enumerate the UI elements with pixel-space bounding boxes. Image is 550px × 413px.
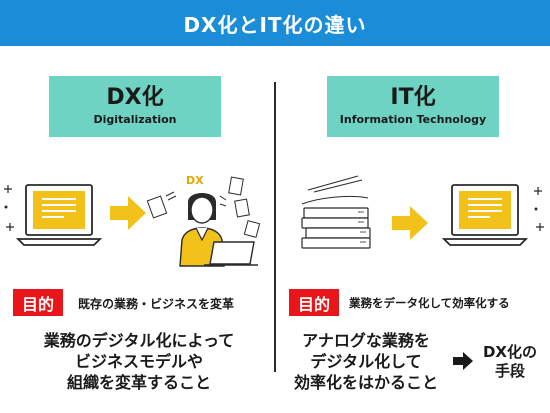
it-description: アナログな業務を デジタル化して 効率化をはかること: [280, 330, 452, 393]
it-description-line: デジタル化して: [310, 352, 422, 371]
it-description-line: アナログな業務を: [302, 331, 430, 350]
it-purpose-text: 業務をデータ化して効率化する: [349, 296, 510, 310]
dx-description-line: 業務のデジタル化によって: [43, 331, 235, 350]
result-text: DX化の 手段: [472, 343, 548, 381]
arrow-right-icon: [110, 196, 146, 230]
dx-illustration-label: DX: [186, 174, 204, 187]
page-title: DX化とIT化の違い: [0, 0, 550, 46]
dx-purpose-text: 既存の業務・ビジネスを変革: [78, 297, 235, 311]
dx-description-line: 組織を変革すること: [66, 373, 211, 392]
dx-description-line: ビジネスモデルや: [74, 352, 203, 371]
it-purpose-badge: 目的: [289, 289, 339, 316]
it-title: IT化: [390, 85, 436, 110]
result-line: DX化の: [482, 343, 538, 361]
laptop-icon: [441, 184, 529, 246]
it-subtitle: Information Technology: [339, 113, 487, 126]
dx-purpose-badge: 目的: [13, 289, 63, 316]
sparkle-icon: [4, 185, 14, 231]
dx-title: DX化: [106, 85, 164, 110]
sparkle-icon: [534, 187, 544, 231]
result-line: 手段: [494, 362, 525, 380]
it-label-box: IT化 Information Technology: [327, 76, 499, 137]
arrow-right-icon: [453, 352, 473, 370]
dx-subtitle: Digitalization: [93, 113, 177, 126]
center-divider: [274, 82, 276, 372]
person-with-laptop-icon: DX: [146, 174, 261, 267]
laptop-icon: [15, 184, 103, 246]
arrow-right-icon: [392, 206, 428, 240]
dx-label-box: DX化 Digitalization: [49, 76, 221, 137]
it-description-line: 効率化をはかること: [293, 373, 438, 392]
dx-description: 業務のデジタル化によって ビジネスモデルや 組織を変革すること: [14, 330, 264, 393]
document-stack-icon: [301, 175, 371, 249]
